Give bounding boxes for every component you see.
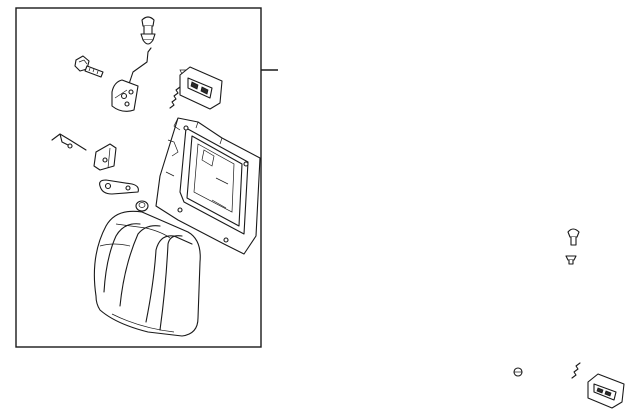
grommet-icon	[135, 200, 149, 212]
latch-rod-tip	[147, 47, 152, 53]
spring-icon	[169, 86, 181, 109]
seat-back-cushion	[93, 210, 201, 337]
release-handle-icon	[587, 373, 625, 409]
release-handle-icon	[179, 66, 223, 110]
spring-icon	[571, 362, 581, 379]
clip-icon	[565, 255, 577, 265]
seat-back-frame	[155, 117, 261, 255]
bolt-icon	[74, 55, 104, 78]
grommet-icon	[513, 367, 523, 377]
callout-box	[15, 7, 262, 348]
push-pin-icon	[567, 228, 580, 246]
latch-rod	[128, 51, 149, 85]
hinge-bracket-icon	[93, 143, 117, 171]
rivet-clip-icon	[140, 16, 156, 45]
latch-bracket-icon	[111, 79, 139, 112]
wire-hook-icon	[51, 133, 87, 151]
striker-plate-icon	[99, 179, 139, 195]
